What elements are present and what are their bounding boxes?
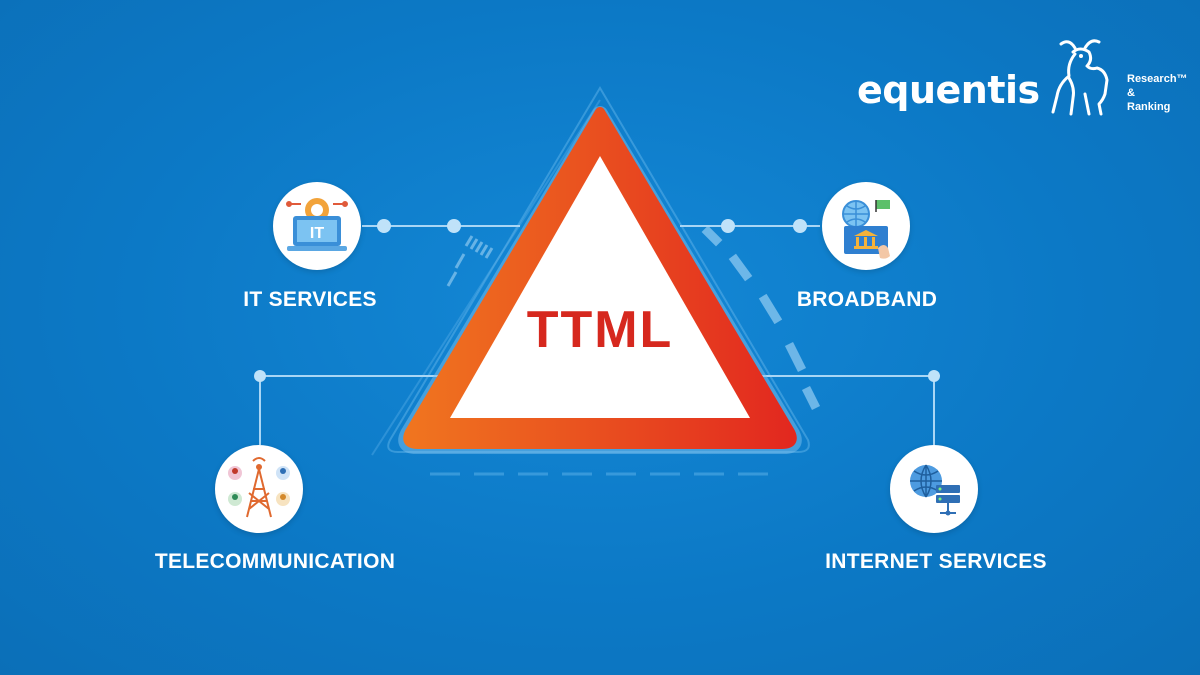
right-dash-marks [701, 225, 821, 411]
label-broadband: BROADBAND [796, 288, 938, 311]
tower-users-icon [228, 457, 290, 518]
brand-tagline: Research™ & Ranking [1127, 72, 1188, 114]
label-telecommunication: TELECOMMUNICATION [154, 550, 396, 573]
brand-tagline-line2: & [1127, 87, 1135, 99]
node-internet-services [890, 445, 978, 533]
globe-server-icon [910, 464, 960, 516]
node-telecommunication [215, 445, 303, 533]
connector-dots [254, 219, 940, 382]
node-it-services: IT [273, 182, 361, 270]
brand-logo: equentis Research™ & Ranking [855, 34, 1188, 124]
label-it-services: IT SERVICES [243, 288, 377, 311]
brand-tagline-line3: Ranking [1127, 101, 1171, 113]
center-label: TTML [526, 301, 674, 359]
bull-logo-icon [1051, 39, 1109, 116]
brand-tagline-line1: Research™ [1127, 73, 1188, 85]
warning-triangle-inner [450, 156, 750, 418]
brand-name: equentis [857, 68, 1040, 112]
laptop-it-gear-icon: IT [286, 198, 348, 251]
label-internet-services: INTERNET SERVICES [825, 550, 1047, 573]
node-broadband [822, 182, 910, 270]
svg-text:IT: IT [310, 225, 324, 242]
outer-triangle-outline-2 [371, 99, 601, 456]
left-hatch-marks [446, 235, 494, 287]
globe-bank-hand-icon [842, 200, 890, 259]
